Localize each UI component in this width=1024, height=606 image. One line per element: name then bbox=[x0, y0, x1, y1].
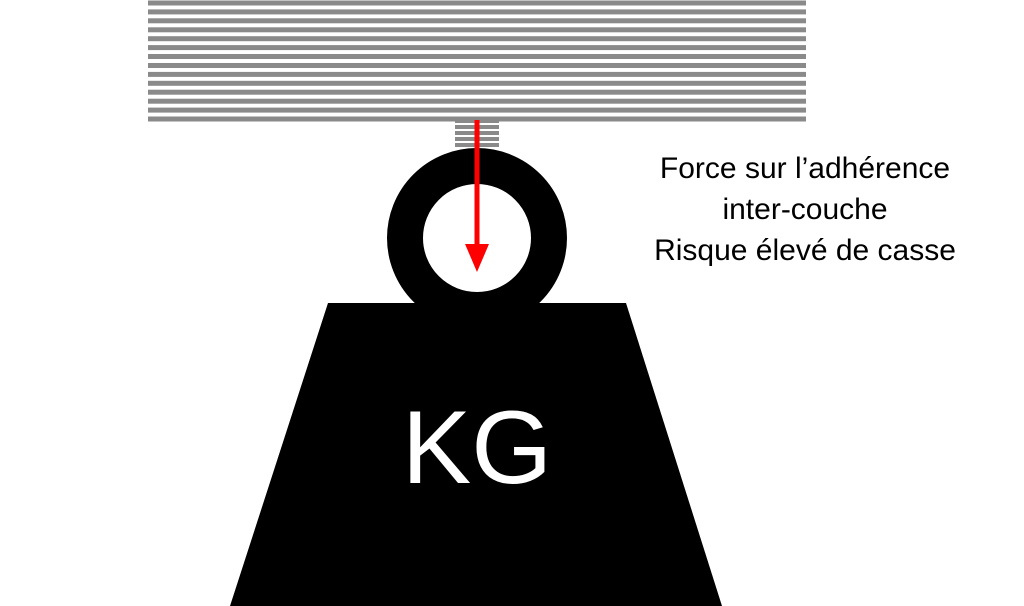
force-arrow bbox=[465, 120, 489, 272]
caption-line-3: Risque élevé de casse bbox=[654, 234, 956, 267]
layer-line bbox=[148, 36, 806, 42]
layer-line bbox=[148, 71, 806, 77]
layer-line bbox=[148, 89, 806, 95]
force-caption: Force sur l’adhérence inter-couche Risqu… bbox=[600, 148, 1010, 271]
layer-line bbox=[148, 63, 806, 68]
layer-line bbox=[148, 54, 806, 59]
caption-line-2: inter-couche bbox=[722, 193, 888, 226]
kg-weight-body bbox=[230, 303, 722, 606]
layer-line bbox=[148, 0, 806, 6]
layered-plate bbox=[148, 0, 806, 122]
layer-line bbox=[148, 80, 806, 86]
force-arrow-head bbox=[465, 244, 489, 272]
layer-line bbox=[148, 98, 806, 104]
layer-line bbox=[148, 9, 806, 15]
layer-line bbox=[148, 27, 806, 33]
weight-label: KG bbox=[401, 390, 553, 506]
layer-line bbox=[148, 18, 806, 24]
caption-line-1: Force sur l’adhérence bbox=[659, 152, 951, 185]
layer-line bbox=[148, 107, 806, 113]
layer-line bbox=[148, 45, 806, 51]
